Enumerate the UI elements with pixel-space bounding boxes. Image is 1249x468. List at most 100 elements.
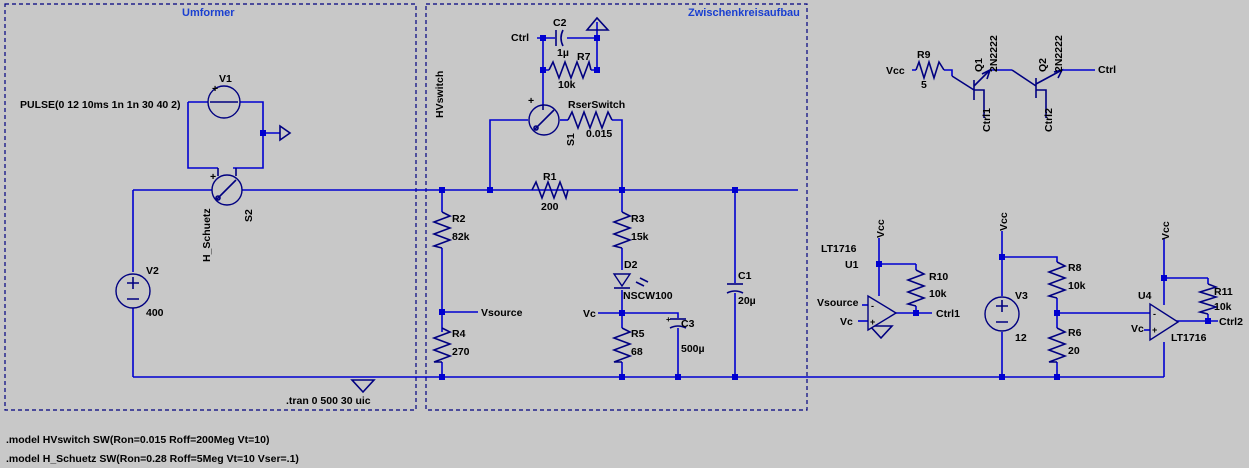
r5-value: 68 <box>631 346 643 358</box>
rser-name: RserSwitch <box>568 99 625 111</box>
r7-name: R7 <box>577 51 591 63</box>
c3-capacitor[interactable]: + <box>666 315 687 329</box>
u1-name: U1 <box>845 259 859 271</box>
tran-directive: .tran 0 500 30 uic <box>286 395 371 407</box>
r6-value: 20 <box>1068 345 1080 357</box>
r8-value: 10k <box>1068 280 1086 292</box>
v3-name: V3 <box>1015 290 1028 302</box>
v2-voltage-source[interactable] <box>115 273 151 309</box>
u1-opamp[interactable]: - + <box>867 294 898 332</box>
v1-value: PULSE(0 12 10ms 1n 1n 30 40 2) <box>20 99 181 111</box>
r3-value: 15k <box>631 231 649 243</box>
vcc-net-label-u4: Vcc <box>1160 221 1172 240</box>
vcc-net-label-r9: Vcc <box>886 65 905 77</box>
hvswitch-label: HVswitch <box>434 71 446 118</box>
r9-resistor[interactable] <box>915 59 945 81</box>
v1-voltage-source[interactable]: + <box>207 83 241 119</box>
model-hvswitch-directive: .model HVswitch SW(Ron=0.015 Roff=200Meg… <box>6 434 269 446</box>
q2-npn-transistor[interactable] <box>1011 68 1064 118</box>
s1-switch[interactable]: + <box>528 95 560 136</box>
vsource-net-label-u1: Vsource <box>817 297 859 309</box>
ctrl2-net-label-q2: Ctrl2 <box>1043 108 1055 132</box>
c2-capacitor[interactable] <box>555 29 564 47</box>
zwischenkreis-block-label: Zwischenkreisaufbau <box>688 7 800 19</box>
r4-value: 270 <box>452 346 470 358</box>
c1-capacitor[interactable] <box>726 283 744 294</box>
rserswitch-resistor[interactable] <box>567 109 613 131</box>
r11-name: R11 <box>1214 286 1233 298</box>
r10-resistor[interactable] <box>905 269 927 307</box>
r11-value: 10k <box>1214 301 1232 313</box>
junctions <box>260 35 1211 380</box>
umformer-block-frame <box>4 3 417 411</box>
svg-text:-: - <box>871 301 874 311</box>
ctrl2-net-label-u4: Ctrl2 <box>1219 316 1243 328</box>
r2-name: R2 <box>452 213 466 225</box>
v1-name: V1 <box>219 73 232 85</box>
r11-resistor[interactable] <box>1197 283 1219 315</box>
c2-value: 1µ <box>557 47 569 59</box>
rser-value: 0.015 <box>586 128 612 140</box>
svg-text:+: + <box>870 317 875 327</box>
ground-symbol-c2 <box>585 16 610 31</box>
r4-name: R4 <box>452 328 466 340</box>
c2-name: C2 <box>553 17 567 29</box>
vc-net-label-u4: Vc <box>1131 323 1144 335</box>
v2-name: V2 <box>146 265 159 277</box>
svg-text:+: + <box>1152 325 1157 335</box>
vsource-net-label: Vsource <box>481 307 523 319</box>
q2-name: Q2 <box>1037 58 1049 72</box>
ctrl-net-label-c2: Ctrl <box>511 32 529 44</box>
r10-value: 10k <box>929 288 947 300</box>
zwischenkreis-block-frame <box>425 3 808 411</box>
q1-value: 2N2222 <box>988 35 1000 72</box>
ctrl1-net-label-q1: Ctrl1 <box>981 108 993 132</box>
model-hschuetz-directive: .model H_Schuetz SW(Ron=0.28 Roff=5Meg V… <box>6 453 299 465</box>
r5-name: R5 <box>631 328 645 340</box>
r3-resistor[interactable] <box>611 211 633 249</box>
r8-name: R8 <box>1068 262 1082 274</box>
r7-value: 10k <box>558 79 576 91</box>
r8-resistor[interactable] <box>1046 261 1068 299</box>
vc-net-label: Vc <box>583 308 596 320</box>
u4-opamp[interactable]: - + <box>1149 302 1180 342</box>
r6-name: R6 <box>1068 327 1082 339</box>
ground-symbol-main <box>350 379 376 394</box>
c1-value: 20µ <box>738 295 756 307</box>
v3-voltage-source[interactable] <box>984 296 1020 332</box>
u4-part: LT1716 <box>1171 332 1207 344</box>
c3-name: C3 <box>681 318 695 330</box>
q1-name: Q1 <box>973 58 985 72</box>
s1-name: S1 <box>565 133 577 146</box>
r7-resistor[interactable] <box>548 59 592 81</box>
q2-value: 2N2222 <box>1053 35 1065 72</box>
r9-name: R9 <box>917 49 931 61</box>
umformer-block-label: Umformer <box>182 7 235 19</box>
vc-net-label-u1: Vc <box>840 316 853 328</box>
svg-text:+: + <box>528 95 534 107</box>
c1-name: C1 <box>738 270 752 282</box>
vcc-net-label-v3: Vcc <box>998 212 1010 231</box>
r2-resistor[interactable] <box>431 211 453 249</box>
r6-resistor[interactable] <box>1046 327 1068 363</box>
v3-value: 12 <box>1015 332 1027 344</box>
v2-value: 400 <box>146 307 164 319</box>
q1-npn-transistor[interactable] <box>951 68 992 118</box>
svg-text:+: + <box>210 171 216 183</box>
s2-model: H_Schuetz <box>201 208 213 262</box>
d2-led[interactable] <box>612 273 649 289</box>
d2-name: D2 <box>624 259 638 271</box>
r4-resistor[interactable] <box>431 327 453 363</box>
u4-name: U4 <box>1138 290 1152 302</box>
r5-resistor[interactable] <box>611 327 633 363</box>
r10-name: R10 <box>929 271 948 283</box>
s2-switch[interactable]: + <box>210 168 243 206</box>
r1-resistor[interactable] <box>531 179 569 201</box>
r9-value: 5 <box>921 79 927 91</box>
r2-value: 82k <box>452 231 470 243</box>
s2-name: S2 <box>243 209 255 222</box>
ctrl-net-label-q2: Ctrl <box>1098 64 1116 76</box>
vcc-net-label-u1: Vcc <box>875 219 887 238</box>
r1-value: 200 <box>541 201 559 213</box>
